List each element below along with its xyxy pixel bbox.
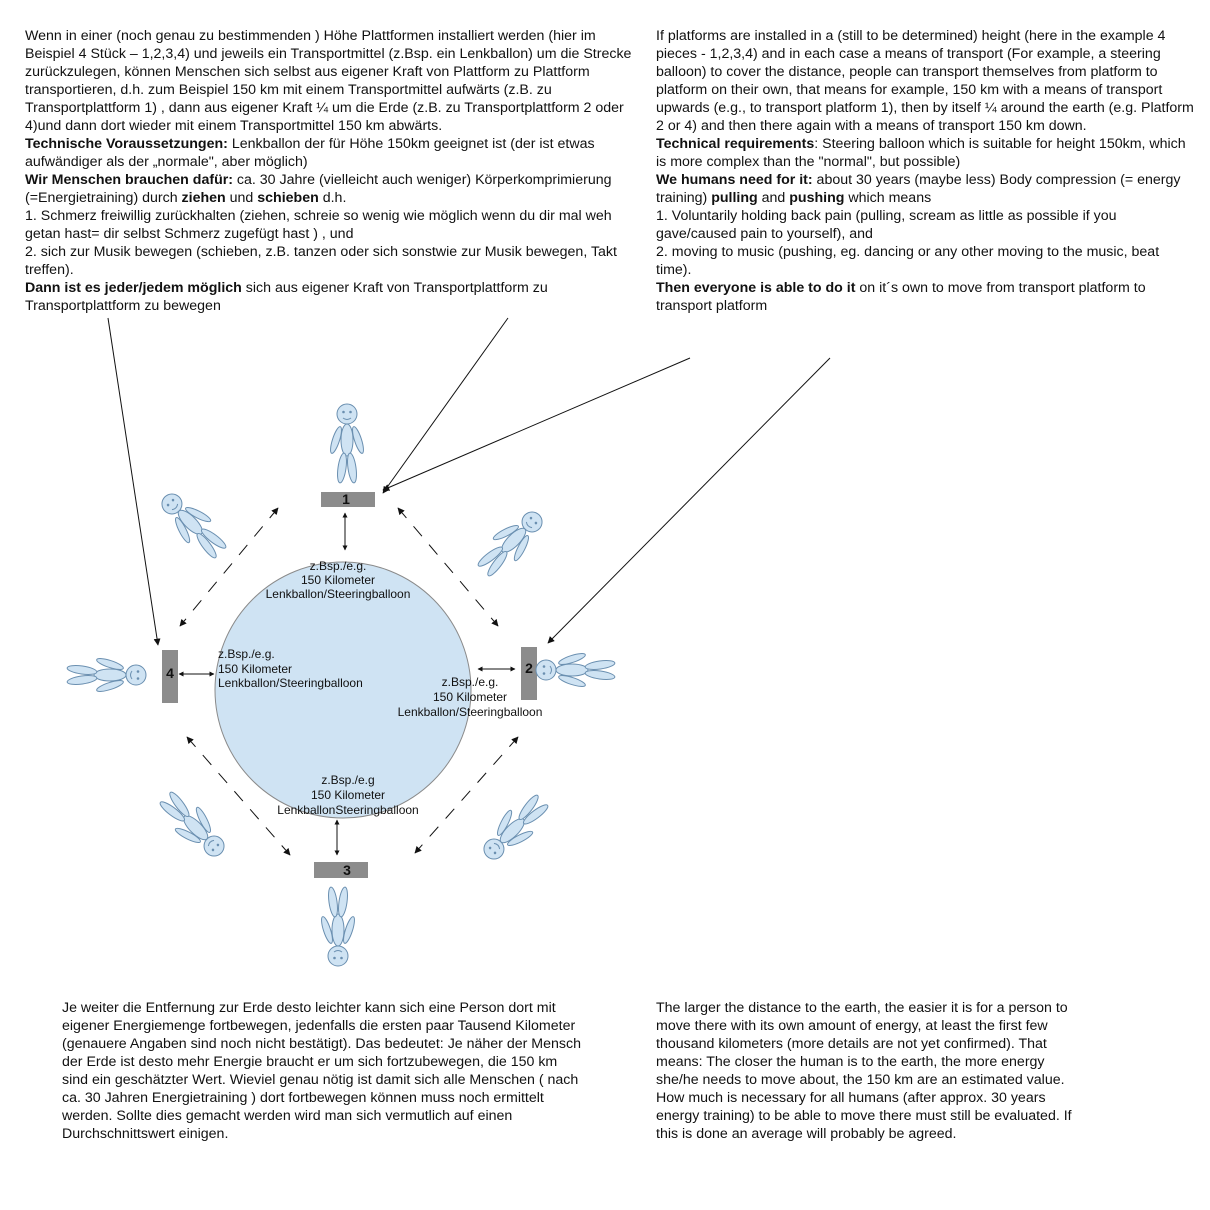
- english-point-1: 1. Voluntarily holding back pain (pullin…: [656, 208, 1117, 242]
- german-description-bottom: Je weiter die Entfernung zur Erde desto …: [62, 1000, 581, 1142]
- human-figure-bottom-icon: [318, 886, 358, 967]
- dashed-arrow-1-4: [179, 507, 279, 627]
- balloon-label-left: z.Bsp./e.g. 150 Kilometer Lenkballon/Ste…: [218, 647, 363, 690]
- german-description-top: Wenn in einer (noch genau zu bestimmende…: [25, 27, 637, 315]
- human-figure-left-icon: [66, 655, 147, 695]
- balloon-label-right: z.Bsp./e.g. 150 Kilometer Lenkballon/Ste…: [398, 675, 543, 719]
- pointer-arrow-to-platform-1-from-english: [382, 357, 691, 491]
- svg-text:150 Kilometer: 150 Kilometer: [301, 573, 375, 587]
- svg-text:z.Bsp./e.g.: z.Bsp./e.g.: [218, 647, 275, 661]
- platform-2-number: 2: [525, 660, 533, 676]
- german-human-needs: Wir Menschen brauchen dafür: ca. 30 Jahr…: [25, 172, 612, 206]
- human-figure-top-icon: [327, 403, 367, 484]
- human-figure-bottom-left-icon: [151, 783, 235, 867]
- svg-text:150 Kilometer: 150 Kilometer: [433, 690, 507, 704]
- platform-1: 1: [321, 491, 375, 507]
- english-description-top: If platforms are installed in a (still t…: [656, 27, 1196, 315]
- svg-text:z.Bsp./e.g.: z.Bsp./e.g.: [442, 675, 499, 689]
- english-technical-requirements: Technical requirements: Steering balloon…: [656, 136, 1186, 170]
- balloon-label-top: z.Bsp./e.g. 150 Kilometer Lenkballon/Ste…: [266, 559, 411, 601]
- platform-3-number: 3: [343, 862, 351, 878]
- german-intro: Wenn in einer (noch genau zu bestimmende…: [25, 28, 632, 134]
- human-figure-bottom-right-icon: [473, 786, 557, 870]
- svg-text:Lenkballon/Steeringballoon: Lenkballon/Steeringballoon: [266, 587, 411, 601]
- pointer-arrow-to-platform-2: [547, 357, 831, 644]
- german-point-1: 1. Schmerz freiwillig zurückhalten (zieh…: [25, 208, 612, 242]
- english-description-bottom: The larger the distance to the earth, th…: [656, 1000, 1072, 1142]
- svg-text:z.Bsp./e.g.: z.Bsp./e.g.: [310, 559, 367, 573]
- human-figure-top-right-icon: [469, 501, 553, 585]
- platform-1-number: 1: [342, 491, 350, 507]
- german-technical-requirements: Technische Voraussetzungen: Lenkballon d…: [25, 136, 595, 170]
- balloon-label-bottom: z.Bsp./e.g 150 Kilometer LenkballonSteer…: [277, 773, 418, 817]
- svg-text:LenkballonSteeringballoon: LenkballonSteeringballoon: [277, 803, 418, 817]
- german-result: Dann ist es jeder/jedem möglich sich aus…: [25, 280, 548, 314]
- dashed-arrow-2-3: [414, 736, 519, 854]
- english-intro: If platforms are installed in a (still t…: [656, 28, 1194, 134]
- human-figure-right-icon: [535, 650, 616, 690]
- dashed-arrow-1-2: [397, 507, 499, 627]
- pointer-arrow-to-platform-1-from-german: [382, 317, 509, 494]
- platform-3: 3: [314, 862, 368, 878]
- svg-text:z.Bsp./e.g: z.Bsp./e.g: [321, 773, 374, 787]
- platform-4-number: 4: [166, 665, 174, 681]
- svg-text:Lenkballon/Steeringballoon: Lenkballon/Steeringballoon: [398, 705, 543, 719]
- english-point-2: 2. moving to music (pushing, eg. dancing…: [656, 244, 1160, 278]
- svg-text:150 Kilometer: 150 Kilometer: [218, 662, 292, 676]
- platform-4: 4: [162, 650, 178, 703]
- english-human-needs: We humans need for it: about 30 years (m…: [656, 172, 1181, 206]
- svg-text:Lenkballon/Steeringballoon: Lenkballon/Steeringballoon: [218, 676, 363, 690]
- dashed-arrow-3-4: [186, 736, 291, 856]
- english-result: Then everyone is able to do it on it´s o…: [656, 280, 1146, 314]
- german-point-2: 2. sich zur Musik bewegen (schieben, z.B…: [25, 244, 617, 278]
- pointer-arrow-to-platform-4: [107, 317, 161, 646]
- human-figure-top-left-icon: [151, 483, 235, 567]
- platform-2: 2: [521, 647, 537, 700]
- svg-text:150 Kilometer: 150 Kilometer: [311, 788, 385, 802]
